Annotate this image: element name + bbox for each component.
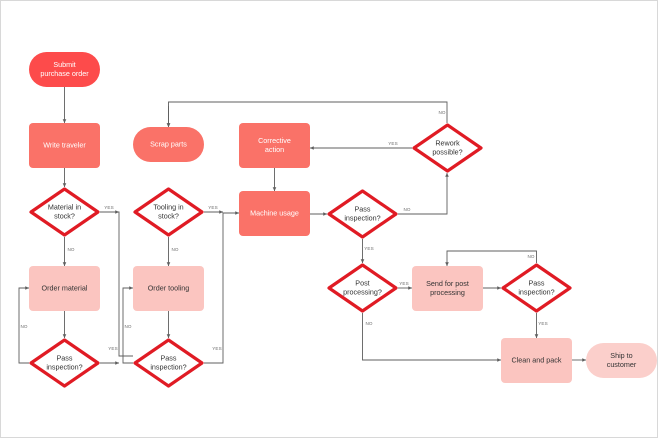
flow-edge <box>445 250 537 267</box>
node-shape[interactable] <box>29 187 100 237</box>
node-ordermat[interactable]: Order material <box>29 266 100 311</box>
flow-edge <box>18 286 30 364</box>
node-scrap[interactable]: Scrap parts <box>133 127 204 162</box>
edge-label: YES <box>108 346 118 351</box>
edge-label: NO <box>20 324 27 329</box>
node-machine[interactable]: Machine usage <box>239 191 310 236</box>
edge-label: NO <box>171 247 178 252</box>
node-shape[interactable] <box>327 263 398 313</box>
node-shape[interactable] <box>327 189 398 239</box>
node-shape[interactable] <box>133 266 204 311</box>
flow-edge <box>166 101 448 128</box>
edge-label: NO <box>438 110 445 115</box>
edge-label: YES <box>208 205 218 210</box>
flow-edge <box>100 212 133 357</box>
edge-label: YES <box>364 246 374 251</box>
edge-label: YES <box>538 321 548 326</box>
node-write[interactable]: Write traveler <box>29 123 100 168</box>
edge-label-layer: NO YES NO YES NO YES NO YES NO YES YES NO YES NO NO YES <box>20 110 547 351</box>
edge-label: YES <box>212 346 222 351</box>
node-ordertool[interactable]: Order tooling <box>133 266 204 311</box>
node-shape[interactable] <box>412 123 483 173</box>
edge-label: NO <box>403 207 410 212</box>
node-shape[interactable] <box>501 263 572 313</box>
node-shape[interactable] <box>29 123 100 168</box>
flow-edge <box>204 211 240 364</box>
edge-label: NO <box>365 321 372 326</box>
node-shape[interactable] <box>412 266 483 311</box>
node-shape[interactable] <box>29 52 100 87</box>
node-shape[interactable] <box>133 127 204 162</box>
node-shape[interactable] <box>29 266 100 311</box>
node-shape[interactable] <box>239 123 310 168</box>
flow-edge <box>362 313 502 362</box>
node-shape[interactable] <box>133 187 204 237</box>
node-shape[interactable] <box>133 338 204 388</box>
edge-label: YES <box>104 205 114 210</box>
node-shape[interactable] <box>239 191 310 236</box>
edge-label: NO <box>124 324 131 329</box>
edge-label: YES <box>399 281 409 286</box>
edge-label: YES <box>388 141 398 146</box>
node-shape[interactable] <box>501 338 572 383</box>
node-cleanpack[interactable]: Clean and pack <box>501 338 572 383</box>
node-shape[interactable] <box>29 338 100 388</box>
title-banner <box>193 3 491 43</box>
edge-label: NO <box>527 254 534 259</box>
edge-label: NO <box>67 247 74 252</box>
edge-layer <box>18 87 587 365</box>
flow-edge <box>398 172 449 215</box>
flow-edge <box>122 286 134 364</box>
node-shape[interactable] <box>586 343 657 378</box>
